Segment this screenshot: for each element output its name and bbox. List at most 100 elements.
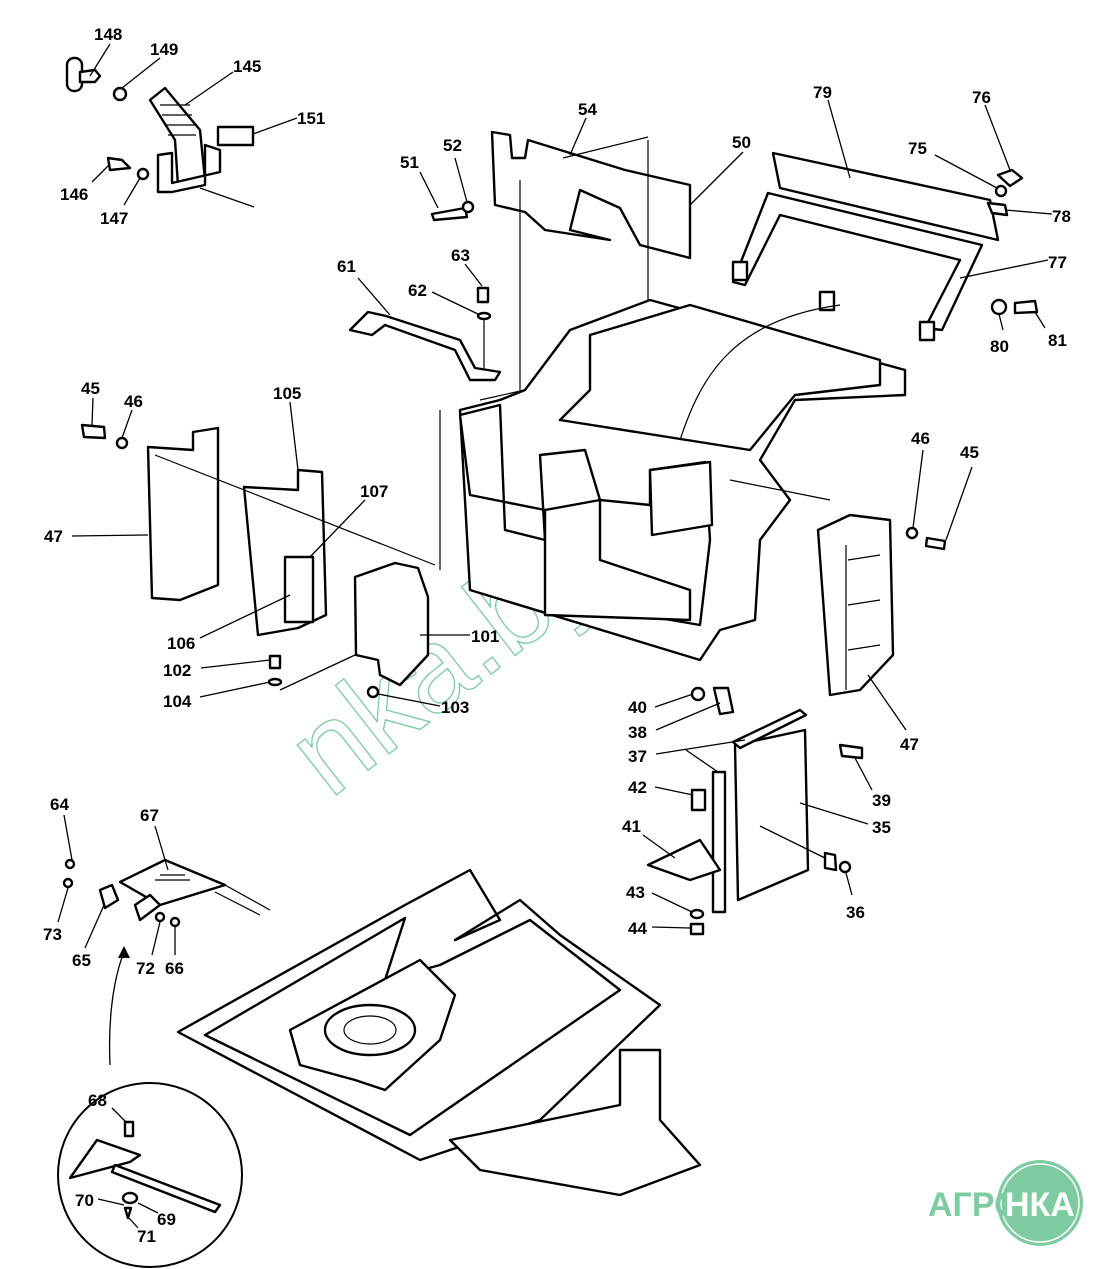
part-76-bolt: [996, 168, 1024, 188]
part-41-plate: [646, 838, 722, 882]
logo-suffix: НКА: [1005, 1186, 1075, 1224]
callout-75: 75: [908, 139, 927, 158]
callout-147: 147: [100, 209, 128, 228]
bracket-54: [430, 130, 692, 420]
callout-76: 76: [972, 88, 991, 107]
lever-67: [62, 858, 271, 1066]
callout-45-right: 45: [960, 443, 979, 462]
part-67-plate: [118, 858, 227, 907]
chute-assembly: [176, 868, 702, 1197]
part-146-bolt: [106, 156, 132, 172]
callout-54: 54: [578, 100, 597, 119]
callout-50: 50: [732, 133, 751, 152]
part-51-bolt: [430, 206, 469, 222]
part-46-washer-left: [115, 436, 129, 450]
callout-38: 38: [628, 723, 647, 742]
callout-66: 66: [165, 959, 184, 978]
part-47-panel-left: [146, 426, 220, 602]
part-77-plate: [731, 191, 984, 332]
part-107-window: [283, 555, 315, 624]
callout-43: 43: [626, 883, 645, 902]
part-39-bolt: [838, 743, 864, 760]
part-38-bracket: [712, 686, 735, 716]
callout-101: 101: [471, 627, 499, 646]
callout-146: 146: [60, 185, 88, 204]
callout-44: 44: [628, 919, 647, 938]
part-63-bolt: [476, 286, 490, 304]
side-panels-left: [80, 423, 436, 637]
part-75-washer: [994, 184, 1008, 198]
part-71-pin: [123, 1206, 133, 1220]
part-40-nut: [690, 686, 706, 702]
callout-107: 107: [360, 482, 388, 501]
callout-80: 80: [990, 337, 1009, 356]
callout-105: 105: [273, 384, 301, 403]
logo-circle: [997, 1160, 1083, 1246]
part-78-clip: [986, 201, 1009, 217]
callout-46-left: 46: [124, 392, 143, 411]
callout-149: 149: [150, 40, 178, 59]
part-73-bolt: [62, 877, 74, 889]
part-80-washer: [990, 298, 1008, 316]
callout-39: 39: [872, 791, 891, 810]
detail-circle: [57, 1082, 243, 1268]
part-43-washer: [689, 908, 705, 920]
part-45-bolt-right: [924, 536, 947, 551]
callout-64: 64: [50, 795, 69, 814]
part-77-tab: [818, 290, 836, 312]
callout-35: 35: [872, 818, 891, 837]
callout-106: 106: [167, 634, 195, 653]
part-52-washer: [461, 200, 475, 214]
callout-47-left: 47: [44, 527, 63, 546]
callout-63: 63: [451, 246, 470, 265]
callout-52: 52: [443, 136, 462, 155]
side-panel-right: [816, 513, 947, 697]
callout-46-right: 46: [911, 429, 930, 448]
callout-67: 67: [140, 806, 159, 825]
part-68-bolt: [123, 1120, 135, 1138]
callout-73: 73: [43, 925, 62, 944]
callouts: 148 149 145 151 146 147 54 51 52 50 79 7…: [43, 25, 1071, 1246]
callout-102: 102: [163, 661, 191, 680]
callout-71: 71: [137, 1227, 156, 1246]
agronka-logo: АГРО НКА: [928, 1160, 1083, 1246]
callout-61: 61: [337, 257, 356, 276]
callout-148: 148: [94, 25, 122, 44]
part-44-nut: [689, 922, 705, 936]
callout-79: 79: [813, 83, 832, 102]
part-102-bolt: [268, 654, 282, 670]
callout-70: 70: [75, 1191, 94, 1210]
callout-47-right: 47: [900, 735, 919, 754]
callout-72: 72: [136, 959, 155, 978]
part-35-door: [733, 728, 810, 902]
callout-45-left: 45: [81, 379, 100, 398]
callout-51: 51: [400, 153, 419, 172]
part-79-plate: [771, 151, 1000, 242]
callout-65: 65: [72, 951, 91, 970]
callout-81: 81: [1048, 331, 1067, 350]
part-46-washer-right: [905, 526, 919, 540]
callout-36: 36: [846, 903, 865, 922]
part-64-bolt: [64, 858, 76, 870]
part-45-bolt-left: [80, 423, 107, 440]
door-assembly-35: [646, 686, 864, 936]
box-101: [267, 561, 430, 699]
part-42-bolt: [690, 788, 707, 812]
part-81-bolt: [1013, 299, 1039, 315]
plates-79-77: [731, 151, 1039, 342]
part-66-nut: [169, 916, 181, 928]
callout-104: 104: [163, 692, 192, 711]
part-69-washer: [121, 1191, 139, 1205]
strap-61: [348, 286, 502, 382]
part-147-washer: [136, 167, 150, 181]
arrow-head: [118, 946, 130, 958]
callout-68: 68: [88, 1091, 107, 1110]
part-37-rod-top: [731, 708, 808, 750]
part-103-nut: [366, 685, 380, 699]
part-72-nut: [154, 911, 166, 923]
callout-103: 103: [441, 698, 469, 717]
part-145-base: [156, 143, 222, 194]
part-104-washer: [267, 677, 283, 687]
